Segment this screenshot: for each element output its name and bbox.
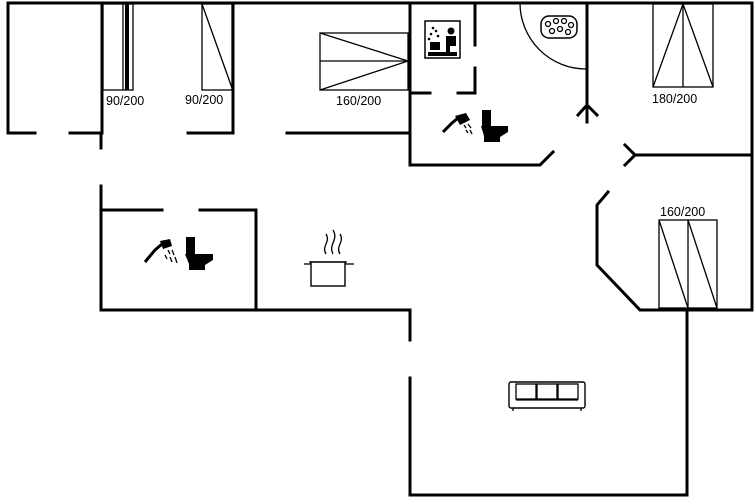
bed-4-size-label: 180/200 (652, 92, 697, 106)
bed-5: 160/200 (658, 205, 718, 309)
cooking-pot-icon (304, 229, 354, 287)
bed-3: 160/200 (319, 32, 409, 108)
bed-3-size-label: 160/200 (336, 94, 381, 108)
whirlpool-icon (519, 2, 587, 70)
bed-5-size-label: 160/200 (660, 205, 705, 219)
bathroom-2-shower-icon (143, 239, 178, 264)
sofa-icon (508, 381, 586, 411)
walls (6, 1, 754, 497)
bed-2: 90/200 (185, 3, 233, 107)
bathroom-1-shower-icon (441, 113, 473, 135)
sauna-icon (424, 20, 461, 59)
bed-2-size-label: 90/200 (185, 93, 223, 107)
bed-4: 180/200 (652, 3, 714, 106)
bed-1: 90/200 (102, 3, 144, 108)
bathroom-1-toilet-icon (481, 110, 508, 142)
bed-1-size-label: 90/200 (106, 94, 144, 108)
bathroom-2-toilet-icon (185, 237, 213, 270)
